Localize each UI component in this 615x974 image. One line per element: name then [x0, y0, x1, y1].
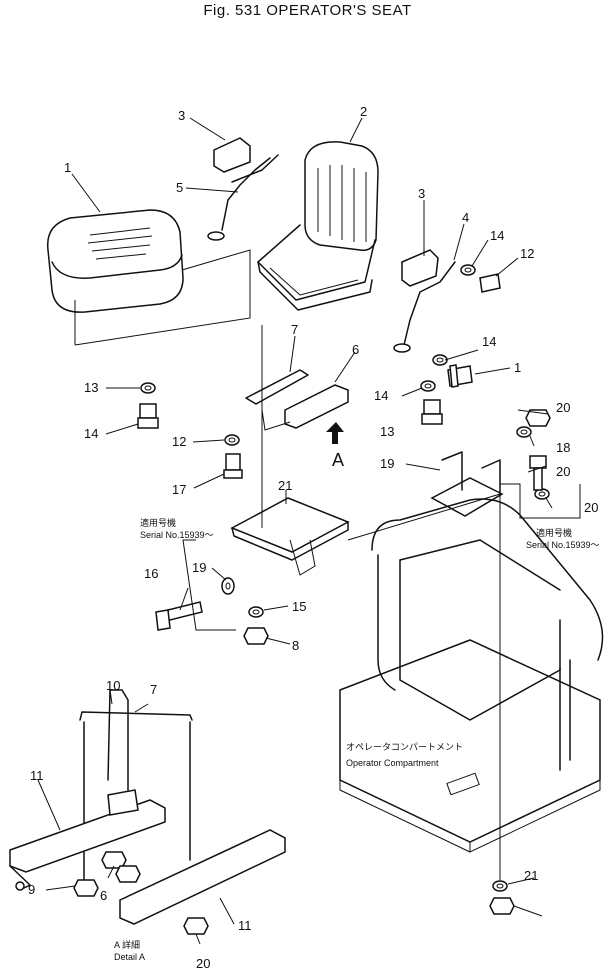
serial-note-left: Serial No.15939～ — [140, 530, 214, 540]
leader-lines — [37, 117, 553, 945]
callout: 19 — [192, 560, 206, 575]
detail-a-assembly — [9, 689, 286, 925]
callout-labels: 1 2 3 5 3 4 14 12 7 6 14 1 14 13 14 13 1… — [28, 104, 598, 971]
nut-9b — [115, 865, 141, 883]
callout: 19 — [380, 456, 394, 471]
armrest-right — [393, 249, 456, 353]
callout: 18 — [556, 440, 570, 455]
seat-cushion — [46, 209, 251, 346]
washer-14d — [432, 354, 448, 366]
bolt-19a — [155, 601, 203, 631]
callout: 1 — [514, 360, 521, 375]
callout: 4 — [462, 210, 469, 225]
callout: 3 — [418, 186, 425, 201]
washer-20b — [516, 426, 532, 438]
callout: 7 — [291, 322, 298, 337]
compartment-label-jp: オペレータコンパートメント — [346, 742, 463, 752]
detail-label-jp: A 詳細 — [114, 939, 140, 950]
bolt-12a — [223, 453, 243, 479]
callout: 12 — [520, 246, 534, 261]
serial-note-right-jp: 適用号機 — [536, 527, 572, 538]
callout: 6 — [352, 342, 359, 357]
view-arrow-label: A — [332, 450, 344, 470]
callout: 5 — [176, 180, 183, 195]
serial-bracket-right — [500, 483, 581, 519]
bolt-13b — [421, 399, 443, 425]
callout: 2 — [360, 104, 367, 119]
callout: 14 — [490, 228, 504, 243]
serial-note-left-jp: 適用号機 — [140, 517, 176, 528]
nut-11b — [183, 917, 209, 935]
callout: 20 — [556, 464, 570, 479]
bolt-1 — [447, 364, 473, 388]
washer-14b — [224, 434, 240, 446]
washer-20d — [492, 880, 508, 892]
washer-14c — [420, 380, 436, 392]
callout: 20 — [556, 400, 570, 415]
callout: 3 — [178, 108, 185, 123]
serial-note-right: Serial No.15939～ — [526, 540, 600, 550]
callout: 16 — [144, 566, 158, 581]
nut-11a — [73, 879, 99, 897]
bolt-12b — [479, 273, 501, 293]
view-arrow-a — [326, 422, 344, 444]
detail-label: Detail A — [114, 952, 145, 962]
callout: 17 — [172, 482, 186, 497]
bolt-13a — [137, 403, 159, 429]
callout: 20 — [196, 956, 210, 971]
slide-rail-upper — [245, 369, 349, 431]
bolt-19b — [529, 455, 547, 491]
callout: 12 — [172, 434, 186, 449]
nut-21b — [489, 897, 515, 915]
armrest-left — [207, 137, 279, 241]
bracket — [347, 451, 504, 541]
callout: 13 — [380, 424, 394, 439]
callout: 10 — [106, 678, 120, 693]
washer-14a — [140, 382, 156, 394]
callout: 14 — [84, 426, 98, 441]
compartment-label: Operator Compartment — [346, 758, 439, 768]
callout: 11 — [238, 918, 252, 933]
callout: 21 — [524, 868, 538, 883]
operator-compartment — [339, 480, 604, 880]
nut-21a — [525, 409, 551, 427]
callout: 9 — [28, 882, 35, 897]
callout: 21 — [278, 478, 292, 493]
diagram-notes: 適用号機 Serial No.15939～ 適用号機 Serial No.159… — [114, 450, 600, 962]
callout: 15 — [292, 599, 306, 614]
callout: 13 — [84, 380, 98, 395]
callout: 14 — [482, 334, 496, 349]
callout: 11 — [30, 768, 44, 783]
callout: 6 — [100, 888, 107, 903]
serial-bracket-left — [182, 539, 236, 631]
nut-15 — [243, 627, 269, 645]
callout: 20 — [584, 500, 598, 515]
mounting-plate — [230, 325, 350, 576]
washer-14e — [460, 264, 476, 276]
seat-backrest — [257, 141, 379, 311]
figure-title: Fig. 531 OPERATOR'S SEAT — [203, 2, 412, 19]
callout: 1 — [64, 160, 71, 175]
washer-16 — [248, 606, 264, 618]
callout: 7 — [150, 682, 157, 697]
callout: 8 — [292, 638, 299, 653]
washer-20a — [221, 577, 235, 595]
callout: 14 — [374, 388, 388, 403]
